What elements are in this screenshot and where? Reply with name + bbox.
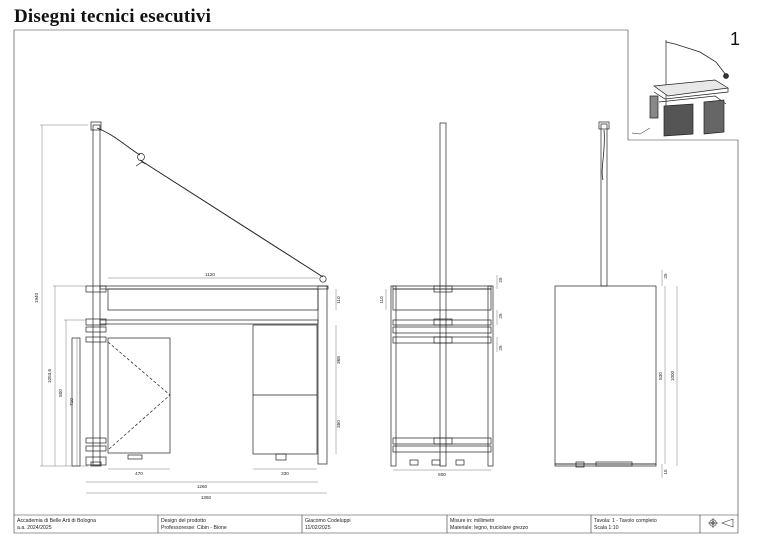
school-name: Accademia di Belle Arti di Bologna [17,518,97,524]
drawing-date: 11/02/2025 [305,525,331,531]
dim-total-width: 1360 [201,495,212,500]
dim-side-depth: 600 [438,472,446,477]
side-view [390,122,494,467]
course-name: Design del prodotto [161,518,206,524]
dim-overall-height: 1940 [34,292,39,303]
dim-side-gap-b: 25 [498,313,503,319]
title-block-material: Misure in: millimetri Materiale: legno, … [450,518,528,532]
dim-apron-height: 110 [336,296,341,304]
sheet-number: 1 [730,29,741,49]
professors: Professoresse: Cibin - Bione [161,525,227,531]
title-block-sheet: Tavola: 1 - Tavolo completo Scala 1:10 [594,518,657,532]
material: Materiale: legno, truciolare grezzo [450,525,529,531]
first-angle-projection-icon [708,518,734,528]
dim-side-apron: 110 [379,296,384,304]
title-block-school: Accademia di Belle Arti di Bologna a.a. … [17,518,96,532]
back-view [554,121,657,468]
dim-left-cabinet-width: 470 [135,471,143,476]
dim-right-cabinet-width: 330 [281,471,289,476]
dim-top-width: 1120 [205,272,215,277]
dim-lower-drawer: 350 [336,420,341,428]
sheet-name: Tavola: 1 - Tavolo completo [594,518,657,524]
academic-year: a.a. 2024/2025 [17,525,52,531]
dim-upper-drawer: 368 [336,356,341,364]
scale: Scala 1:10 [594,525,619,531]
dim-side-gap-c: 25 [498,345,503,351]
front-view [71,121,329,467]
measurement-units: Misure in: millimetri [450,518,495,524]
dim-left-leg-height: 800 [58,389,63,397]
dim-back-foot: 15 [663,469,668,475]
dim-table-height: 1053,6 [47,369,52,383]
dim-back-total: 1000 [670,370,675,381]
dim-drawer-height: 710 [69,398,74,406]
author-name: Giacomo Codeluppi [305,518,351,524]
perspective-view [631,40,730,137]
page-title: Disegni tecnici esecutivi [14,6,212,27]
title-block-course: Design del prodotto Professoresse: Cibin… [161,518,227,532]
dim-side-gap-a: 25 [498,277,503,283]
dim-inner-width: 1260 [197,484,208,489]
dim-back-panel: 830 [658,372,663,380]
sheet-frame [13,29,739,534]
title-block-author: Giacomo Codeluppi 11/02/2025 [305,518,351,532]
dim-back-top-gap: 25 [663,273,668,279]
